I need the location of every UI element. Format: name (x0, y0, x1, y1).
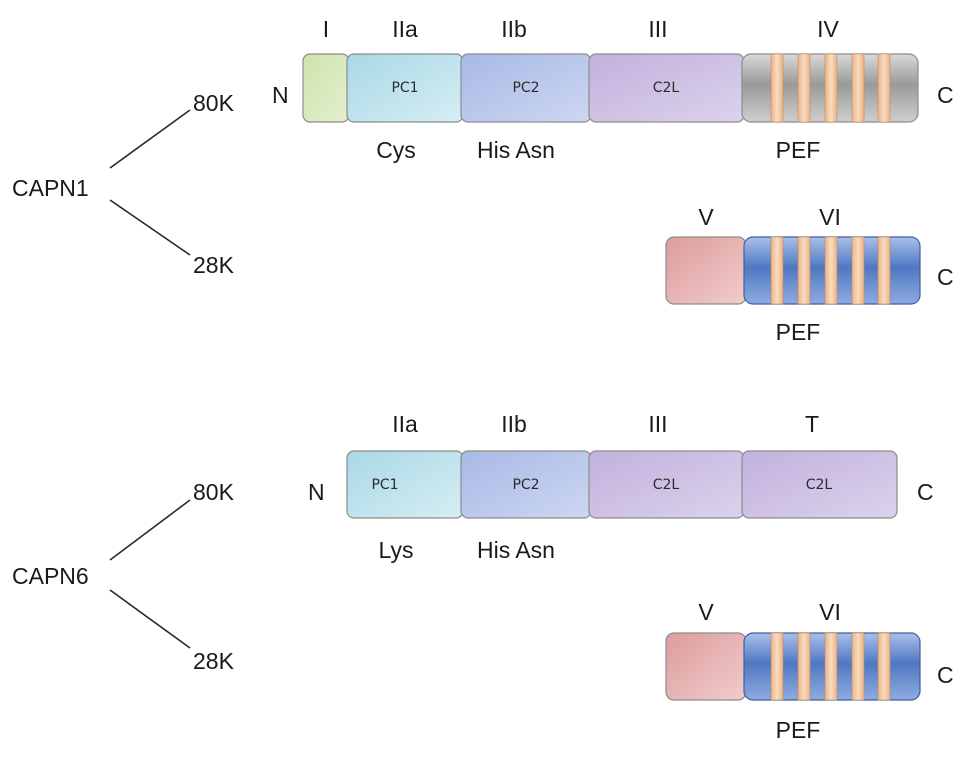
capn1-branch-28k (109, 199, 191, 256)
capn1-domain-V (665, 236, 747, 305)
capn1-28k-pef-label: PEF (776, 319, 821, 345)
capn1-28k-c-terminus: C (937, 264, 954, 290)
capn6-80k-n-terminus: N (308, 479, 325, 505)
capn1-80k-c-terminus: C (937, 82, 954, 108)
capn1-domain-IV-title: IV (817, 16, 839, 42)
capn1-80k-n-terminus: N (272, 82, 289, 108)
ef-hand-stripe (851, 236, 865, 305)
capn1-his-asn-label: His Asn (477, 137, 555, 163)
capn1-80k-ef-hands (770, 53, 891, 123)
capn1-label: CAPN1 (12, 175, 89, 201)
ef-hand-stripe (851, 53, 865, 123)
capn6-28k-ef-hands (770, 632, 891, 701)
capn1-28k-ef-hands (770, 236, 891, 305)
capn6-lys-label: Lys (379, 537, 414, 563)
capn1-domain-IIa-title: IIa (392, 16, 418, 42)
capn6-80k-label: 80K (193, 479, 235, 505)
capn6-domain-III-title: III (648, 411, 667, 437)
ef-hand-stripe (797, 53, 811, 123)
ef-hand-stripe (877, 236, 891, 305)
capn1-80k-label: 80K (193, 90, 235, 116)
capn6-branch-28k (109, 589, 191, 649)
capn6-c2l-label: C2L (653, 477, 680, 493)
capn6-domain-IIa-title: IIa (392, 411, 418, 437)
capn1-domain-IIb-title: IIb (501, 16, 527, 42)
capn1-domain-I (302, 53, 350, 123)
capn6-domain-IIb-title: IIb (501, 411, 527, 437)
capn6-28k-pef-label: PEF (776, 717, 821, 743)
ef-hand-stripe (877, 53, 891, 123)
capn1-domain-I-title: I (323, 16, 329, 42)
capn6-label: CAPN6 (12, 563, 89, 589)
capn6-group: CAPN6 80K 28K N C IIa IIb III T PC1 PC2 … (12, 411, 954, 743)
capn6-his-asn-label: His Asn (477, 537, 555, 563)
capn1-c2l-label: C2L (653, 80, 680, 96)
capn6-domain-V-title: V (698, 599, 714, 625)
capn6-pc1-label: PC1 (371, 477, 398, 493)
ef-hand-stripe (770, 236, 784, 305)
capn6-domain-VI-title: VI (819, 599, 841, 625)
capn6-80k-c-terminus: C (917, 479, 934, 505)
capn1-pc1-label: PC1 (391, 80, 418, 96)
ef-hand-stripe (797, 236, 811, 305)
ef-hand-stripe (770, 53, 784, 123)
capn6-domain-T (741, 450, 898, 519)
ef-hand-stripe (824, 632, 838, 701)
capn6-domain-IIa (346, 450, 464, 519)
capn6-domain-T-title: T (805, 411, 819, 437)
capn6-pc2-label: PC2 (512, 477, 539, 493)
capn1-pc2-label: PC2 (512, 80, 539, 96)
capn6-branch-80k (109, 499, 191, 561)
ef-hand-stripe (877, 632, 891, 701)
capn1-cys-label: Cys (376, 137, 416, 163)
capn1-domain-V-title: V (698, 204, 714, 230)
capn1-domain-III-title: III (648, 16, 667, 42)
capn1-80k-pef-label: PEF (776, 137, 821, 163)
ef-hand-stripe (824, 53, 838, 123)
ef-hand-stripe (770, 632, 784, 701)
capn1-group: CAPN1 80K 28K N C I IIa IIb III IV PC1 P… (12, 16, 954, 345)
capn1-domain-VI-title: VI (819, 204, 841, 230)
capn1-28k-label: 28K (193, 252, 235, 278)
ef-hand-stripe (824, 236, 838, 305)
capn6-t-c2l-label: C2L (806, 477, 833, 493)
capn6-28k-label: 28K (193, 648, 235, 674)
ef-hand-stripe (851, 632, 865, 701)
capn1-branch-80k (109, 109, 191, 169)
capn6-domain-V (665, 632, 747, 701)
capn6-28k-c-terminus: C (937, 662, 954, 688)
ef-hand-stripe (797, 632, 811, 701)
